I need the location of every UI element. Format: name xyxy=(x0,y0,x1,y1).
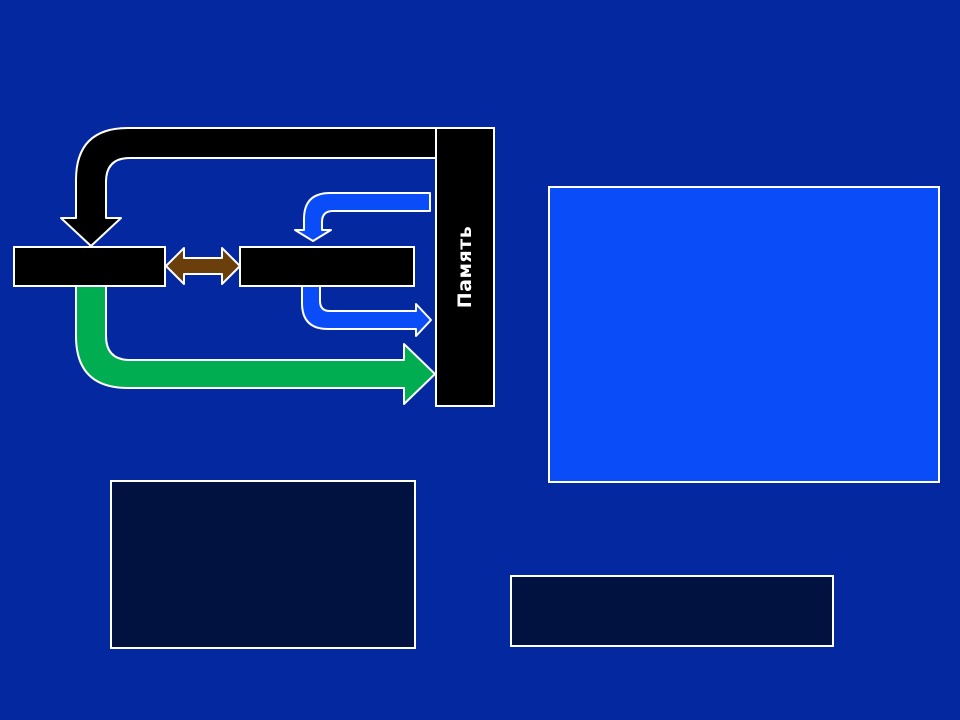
dark-panel-left xyxy=(110,480,416,649)
dark-panel-right xyxy=(510,575,834,647)
blue-output-arrow xyxy=(301,285,432,337)
black-return-arrow xyxy=(60,127,437,247)
blue-input-arrow xyxy=(294,192,431,242)
memory-block xyxy=(435,127,495,407)
left-block xyxy=(13,246,166,287)
brown-double-arrow xyxy=(165,247,241,285)
right-block xyxy=(239,246,415,287)
bright-blue-panel xyxy=(548,186,940,483)
green-output-arrow xyxy=(75,285,436,405)
